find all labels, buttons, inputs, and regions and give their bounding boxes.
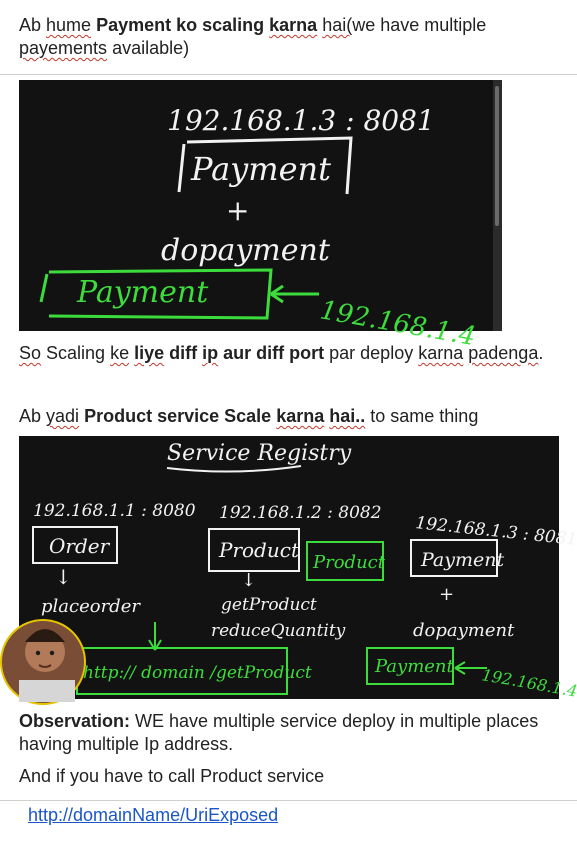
url-box: http:// domain /getProduct — [83, 663, 312, 683]
ip-bottom: 192.168.1.4 — [480, 665, 577, 701]
text: yadi — [46, 406, 80, 426]
uri-link[interactable]: http://domainName/UriExposed — [28, 805, 279, 825]
text: karna — [276, 406, 325, 426]
paragraph-observation: Observation: WE have multiple service de… — [19, 710, 559, 756]
text: available) — [107, 38, 190, 58]
text: par deploy — [324, 343, 419, 363]
fn-dopayment: dopayment — [413, 620, 515, 641]
paragraph-product-scaling: Ab yadi Product service Scale karna hai.… — [19, 405, 564, 428]
ip-product: 192.168.1.2 : 8082 — [219, 503, 382, 523]
down-arrow: ↓ — [55, 565, 72, 589]
fn-reducequantity: reduceQuantity — [211, 621, 346, 641]
whiteboard-image-payment: 192.168.1.3 : 8081 Payment + dopayment P… — [19, 80, 502, 352]
text: hai.. — [329, 406, 366, 426]
text: So — [19, 343, 42, 363]
text: to same thing — [365, 406, 479, 426]
text: we have multiple — [352, 15, 487, 35]
product-box-green: Product — [312, 552, 386, 573]
whiteboard-drawing: Service Registry 192.168.1.1 : 8080 Orde… — [0, 441, 577, 705]
text: payements — [19, 38, 108, 58]
payment-box-label: Payment — [190, 150, 331, 188]
text: aur diff port — [218, 343, 325, 363]
product-box: Product — [218, 538, 300, 562]
observation-label: Observation: — [19, 711, 131, 731]
function-label: dopayment — [161, 233, 331, 268]
order-box: Order — [49, 534, 111, 558]
plus-sign: + — [439, 584, 454, 605]
text: karna — [418, 343, 464, 363]
text: padenga — [468, 343, 539, 363]
paragraph-scaling-explanation: So Scaling ke liye diff ip aur diff port… — [19, 342, 564, 365]
fn-getproduct: getProduct — [221, 595, 317, 615]
text: Product service Scale — [84, 406, 277, 426]
service-registry-title: Service Registry — [167, 441, 352, 466]
text: ip — [202, 343, 219, 363]
whiteboard-image-service-registry: Service Registry 192.168.1.1 : 8080 Orde… — [0, 436, 577, 705]
ip-payment: 192.168.1.3 : 8081 — [414, 513, 577, 550]
paragraph-scaling-intro: Ab hume Payment ko scaling karna hai(we … — [19, 14, 559, 60]
text: liye — [134, 343, 165, 363]
text: ke — [110, 343, 130, 363]
divider — [0, 800, 577, 801]
payment-box: Payment — [420, 549, 504, 571]
payment-box-bottom: Payment — [374, 656, 455, 677]
paragraph-call-product: And if you have to call Product service — [19, 765, 559, 788]
text: Scaling — [41, 343, 111, 363]
text: hai( — [322, 15, 353, 35]
text: Ab — [19, 406, 47, 426]
ip-label: 192.168.1.3 : 8081 — [167, 104, 435, 137]
observation-text: WE have multiple service deploy in multi… — [19, 711, 539, 754]
plus-sign: + — [226, 194, 249, 227]
text: karna — [269, 15, 318, 35]
text: Payment ko scaling — [96, 15, 270, 35]
text: And if you have to call Product service — [19, 766, 325, 786]
divider — [0, 74, 577, 75]
text: . — [538, 343, 544, 363]
text: hume — [46, 15, 92, 35]
text: Ab — [19, 15, 47, 35]
text: diff — [164, 343, 203, 363]
presenter-avatar — [0, 619, 86, 705]
payment-box-bottom: Payment — [76, 275, 209, 310]
whiteboard-drawing: 192.168.1.3 : 8081 Payment + dopayment P… — [39, 80, 502, 352]
fn-placeorder: placeorder — [41, 596, 141, 617]
down-arrow: ↓ — [241, 570, 256, 591]
ip-order: 192.168.1.1 : 8080 — [33, 501, 196, 521]
